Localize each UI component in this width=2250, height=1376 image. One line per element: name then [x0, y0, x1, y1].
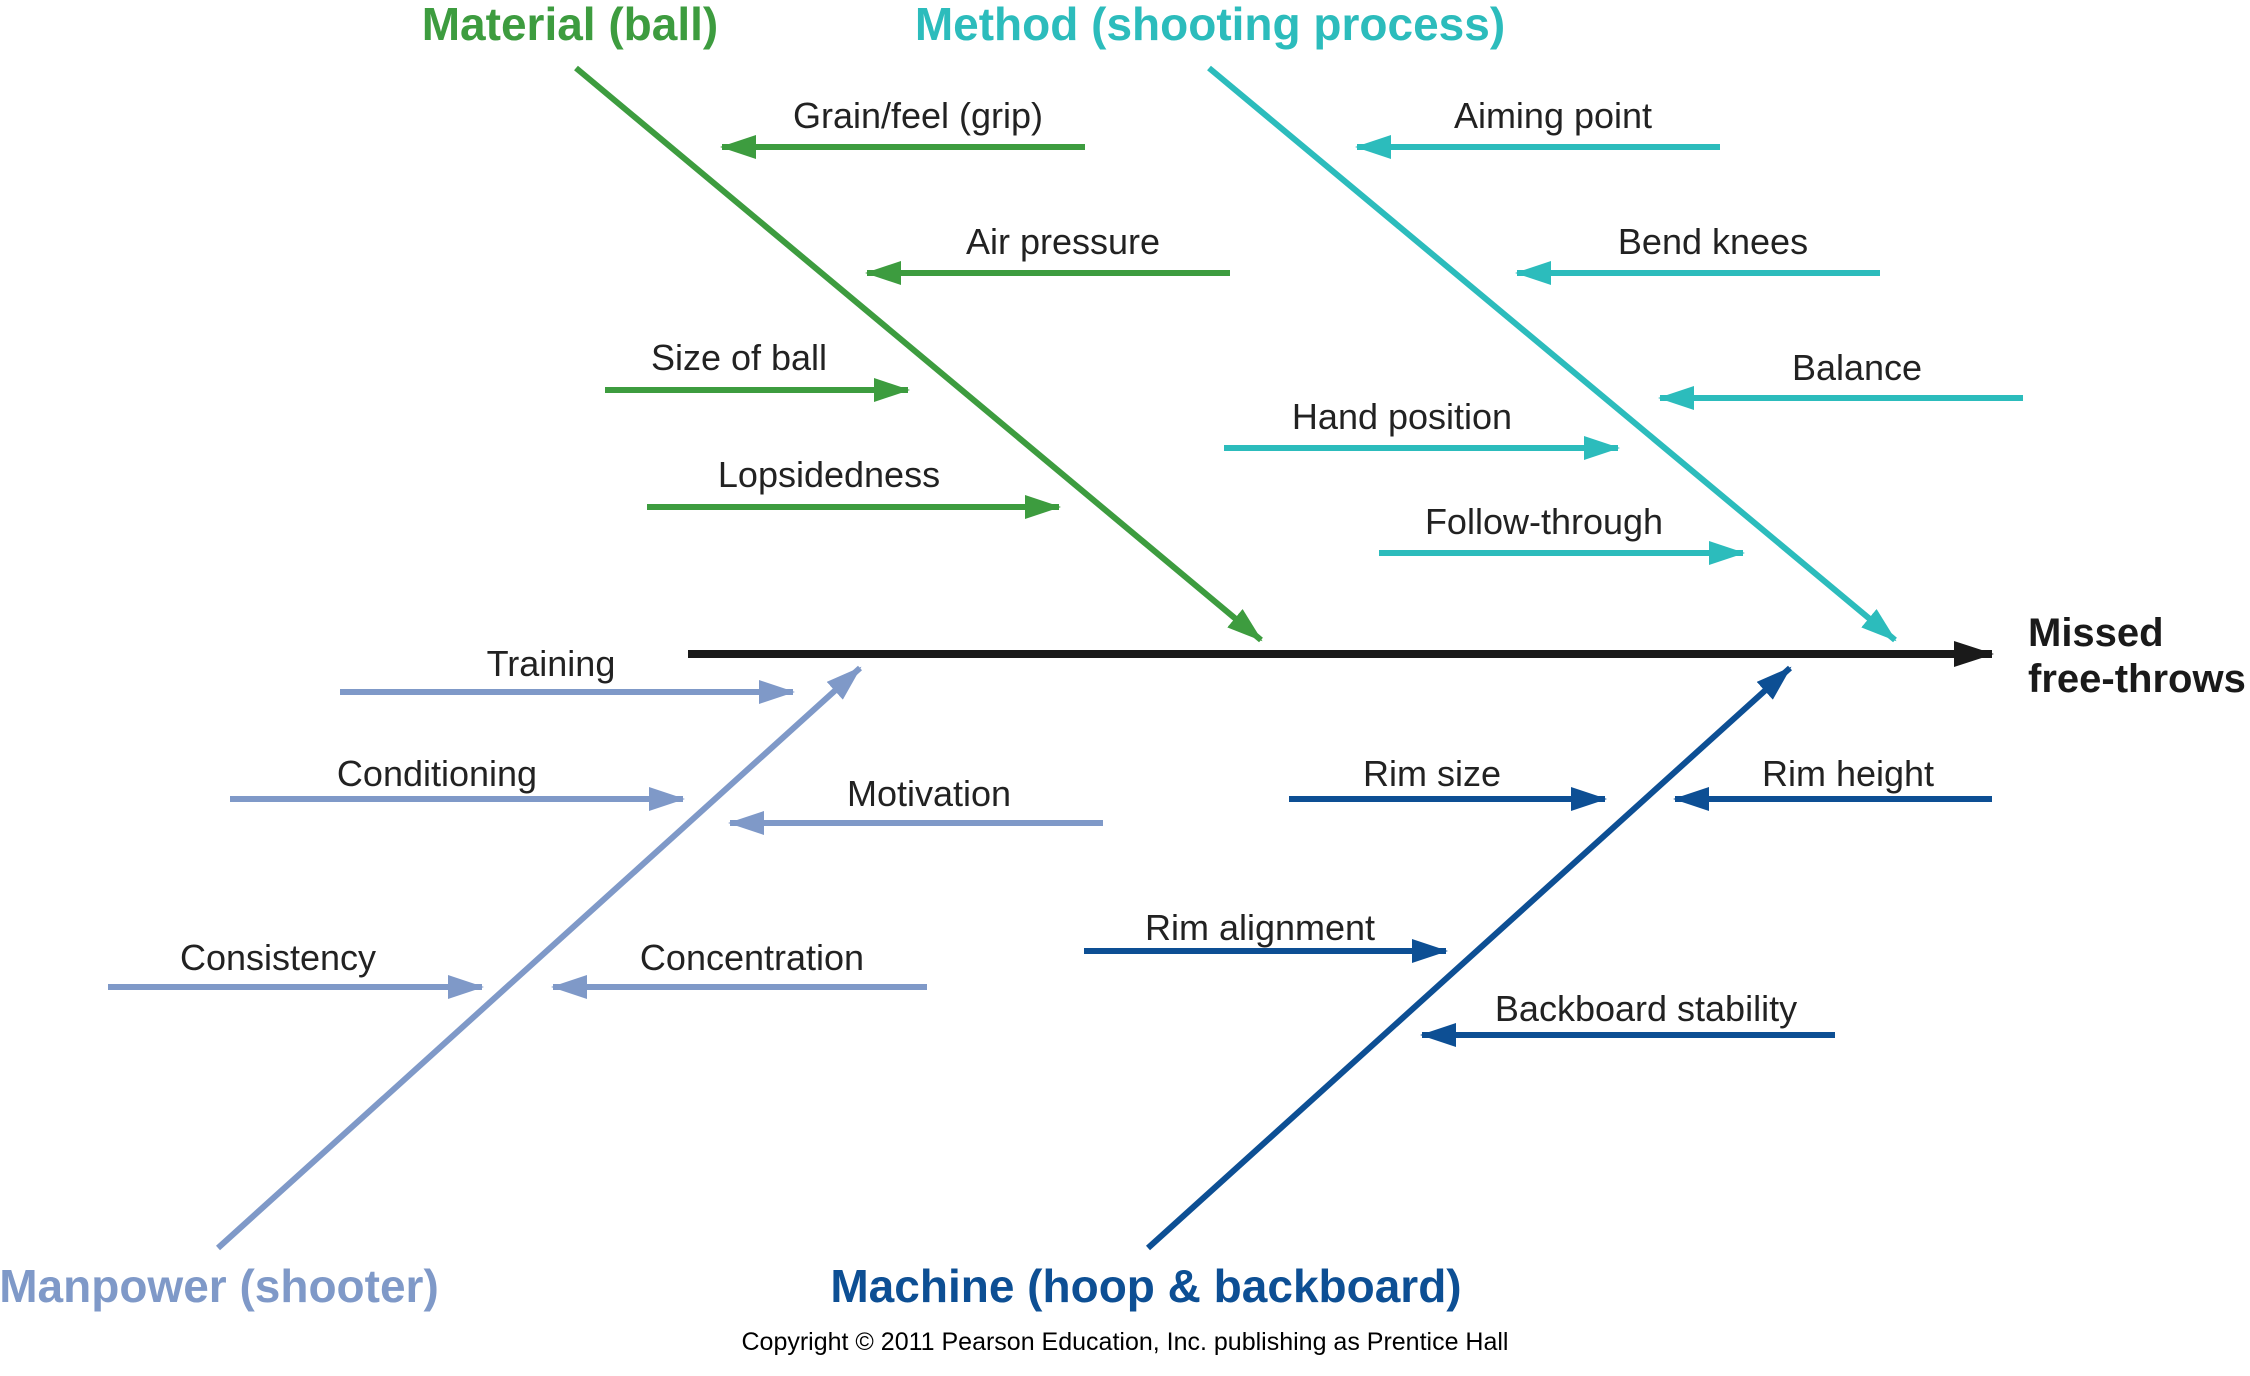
manpower-branch	[108, 665, 1103, 1251]
method-cause-follow-through: Follow-through	[1425, 501, 1663, 542]
material-cause-size-of-ball: Size of ball	[651, 337, 827, 378]
material-cause-air-pressure: Air pressure	[966, 221, 1160, 262]
material-title: Material (ball)	[422, 0, 719, 50]
manpower-cause-consistency: Consistency	[180, 937, 376, 978]
material-cause-lopsidedness: Lopsidedness	[718, 454, 940, 495]
effect-label-line1: Missed	[2028, 611, 2164, 655]
manpower-main-bone	[215, 665, 863, 1251]
copyright-notice: Copyright © 2011 Pearson Education, Inc.…	[741, 1328, 1508, 1356]
material-cause-grain: Grain/feel (grip)	[793, 95, 1043, 136]
method-branch	[1207, 65, 2023, 643]
material-branch	[574, 65, 1263, 643]
machine-cause-rim-size: Rim size	[1363, 753, 1501, 794]
manpower-cause-training: Training	[487, 643, 616, 684]
method-cause-aiming-point: Aiming point	[1454, 95, 1652, 136]
machine-title: Machine (hoop & backboard)	[830, 1260, 1461, 1312]
material-main-bone	[574, 65, 1263, 643]
method-cause-hand-position: Hand position	[1292, 396, 1512, 437]
effect-label-line2: free-throws	[2028, 657, 2246, 701]
manpower-cause-motivation: Motivation	[847, 773, 1011, 814]
method-main-bone	[1207, 65, 1897, 643]
manpower-cause-conditioning: Conditioning	[337, 753, 537, 794]
machine-cause-rim-height: Rim height	[1762, 753, 1934, 794]
manpower-cause-concentration: Concentration	[640, 937, 864, 978]
machine-cause-backboard-stability: Backboard stability	[1495, 988, 1797, 1029]
machine-cause-rim-alignment: Rim alignment	[1145, 907, 1375, 948]
method-cause-balance: Balance	[1792, 347, 1922, 388]
method-cause-bend-knees: Bend knees	[1618, 221, 1808, 262]
machine-branch	[1084, 665, 1992, 1251]
method-title: Method (shooting process)	[915, 0, 1505, 50]
machine-main-bone	[1145, 665, 1793, 1251]
manpower-title: Manpower (shooter)	[0, 1260, 439, 1312]
